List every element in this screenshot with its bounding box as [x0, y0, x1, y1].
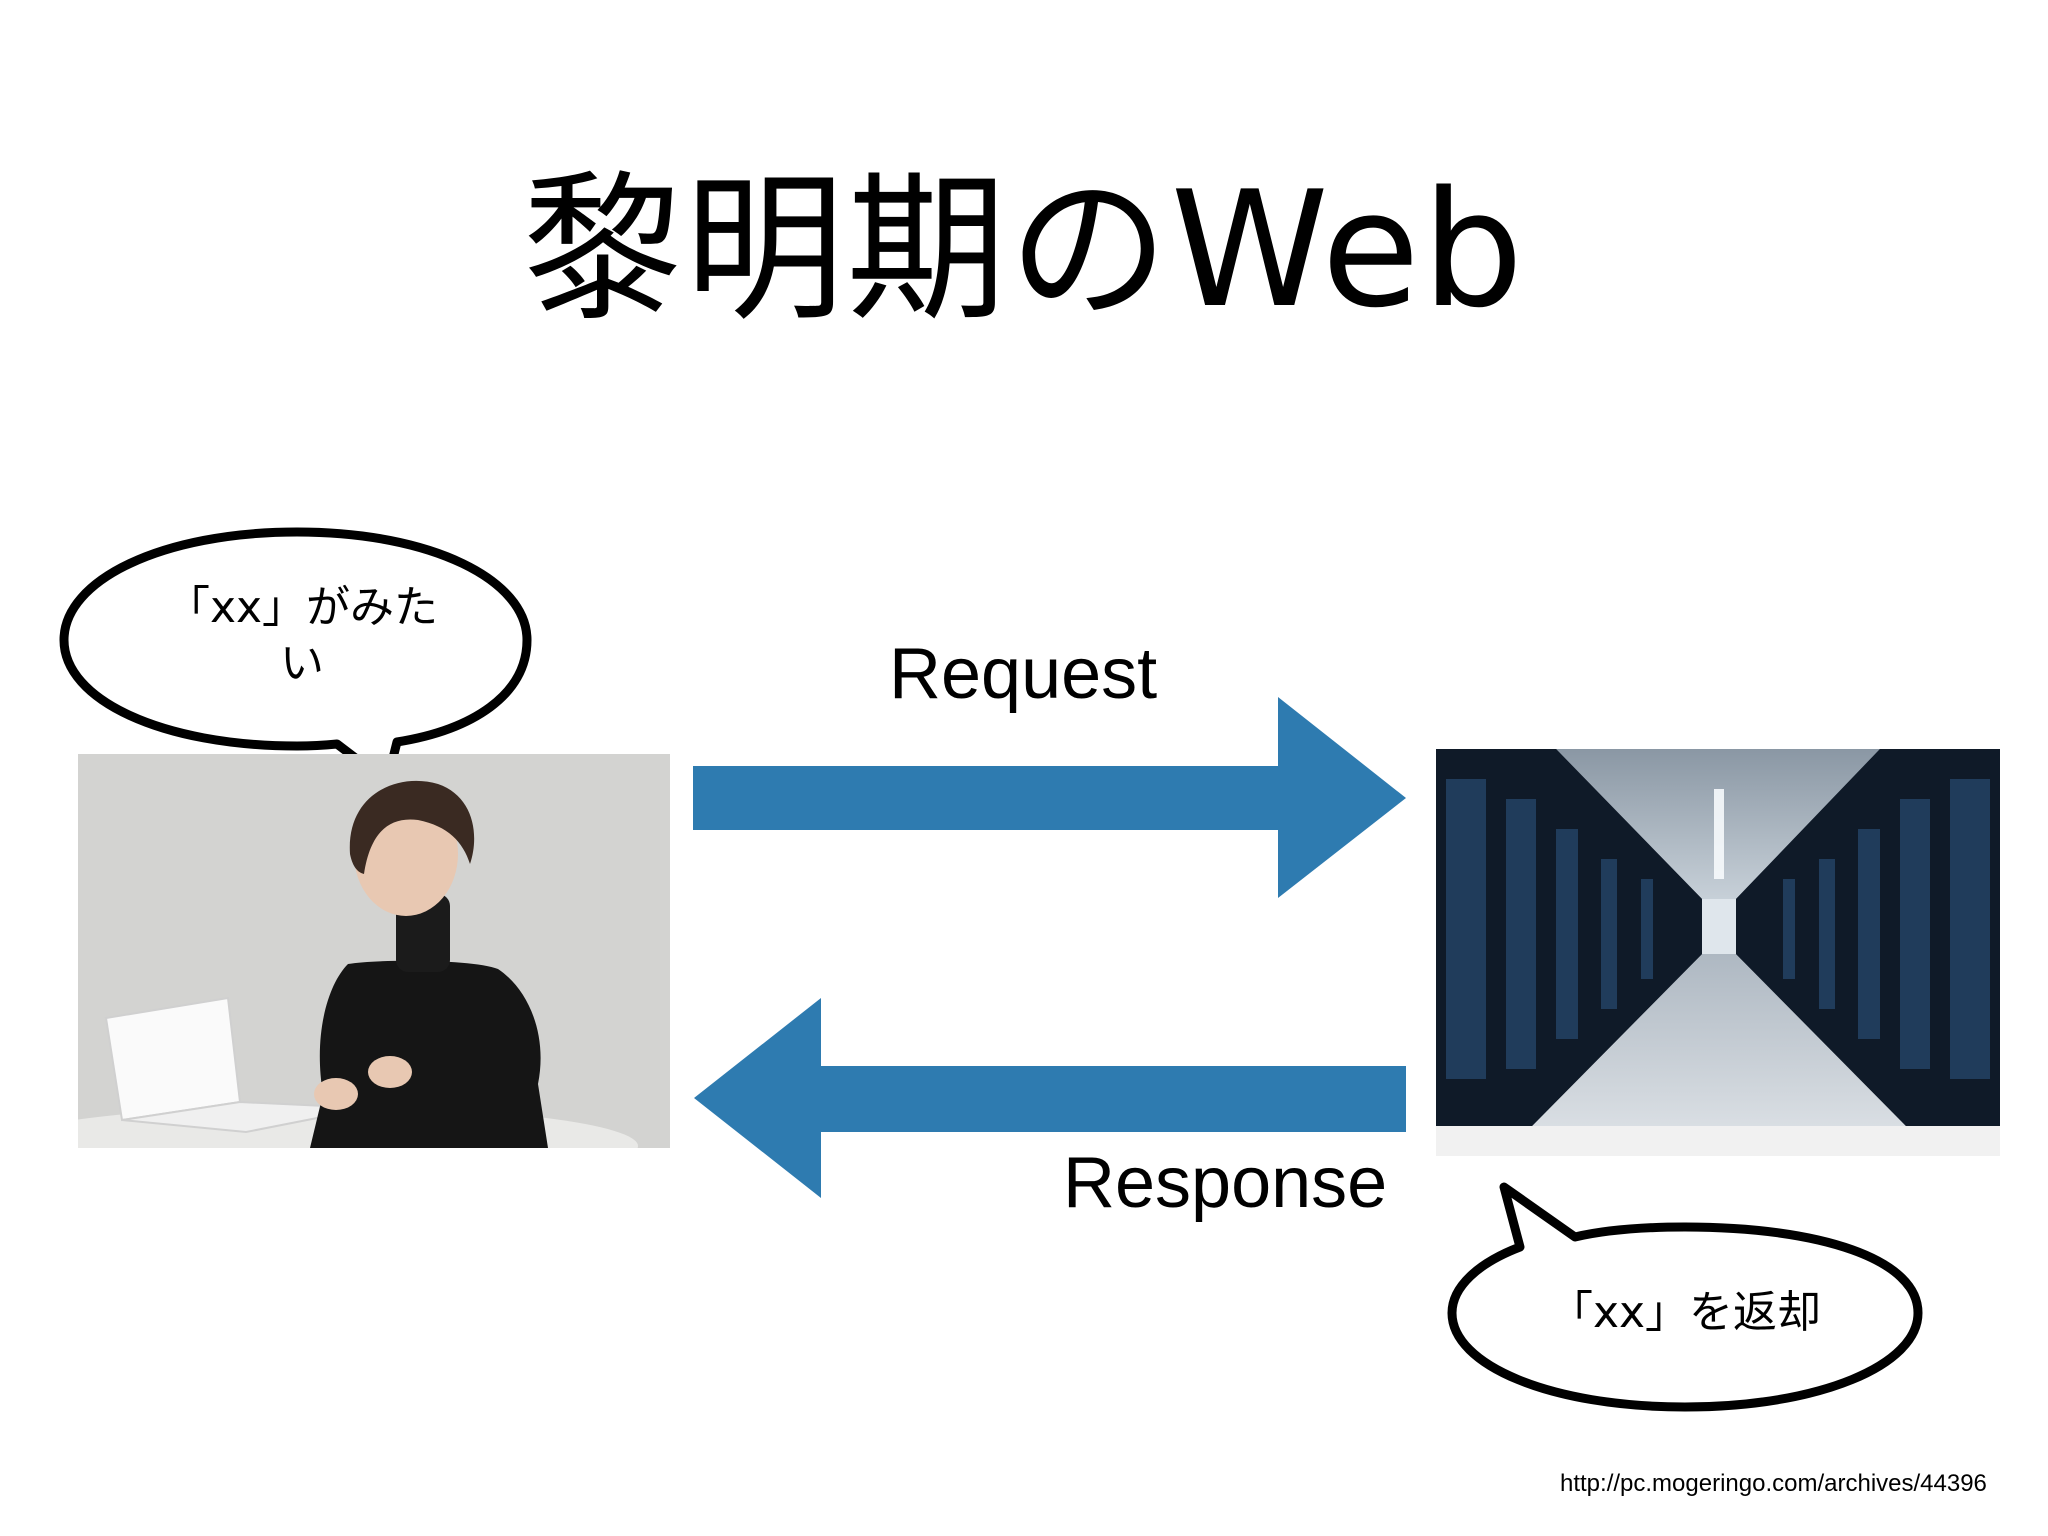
server-speech-text: 「xx」を返却 [1548, 1287, 1822, 1338]
response-label: Response [1063, 1143, 1388, 1223]
request-arrow [693, 697, 1406, 898]
server-speech-bubble: 「xx」を返却 [1440, 1175, 1930, 1420]
server-photo-watermark: pc.mogeringo.com [1839, 1133, 1990, 1152]
slide-title: 黎明期のWeb [522, 156, 1526, 343]
request-label: Request [889, 634, 1158, 714]
source-citation: http://pc.mogeringo.com/archives/44396 [1560, 1470, 1987, 1497]
server-room-photo: pc.mogeringo.com [1436, 749, 2000, 1156]
user-laptop-photo [78, 754, 670, 1148]
user-speech-text: 「xx」がみたい [165, 582, 439, 689]
user-speech-bubble: 「xx」がみたい [52, 520, 542, 800]
